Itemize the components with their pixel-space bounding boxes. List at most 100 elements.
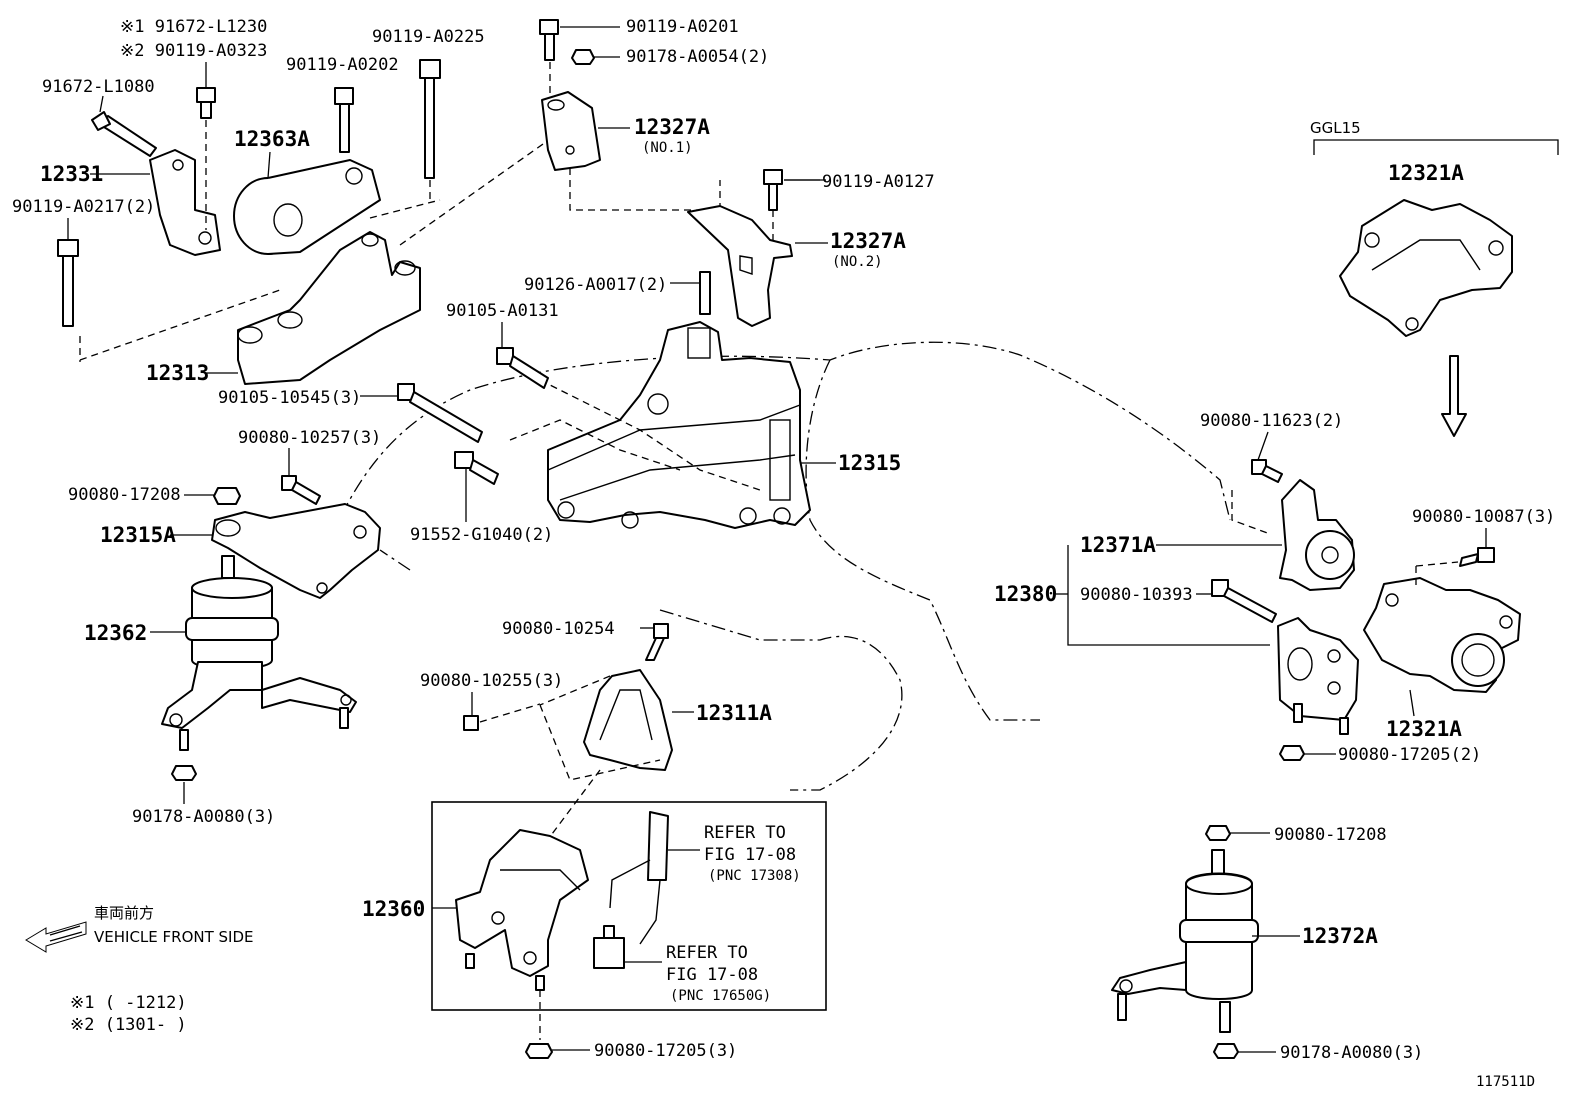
dash-guide-12360	[539, 769, 601, 851]
label-90178-A0054: 90178-A0054(2)	[626, 47, 769, 67]
vehicle-front-arrow-icon	[25, 921, 87, 953]
bracket-12327A-no1[interactable]	[541, 91, 630, 171]
label-12331: 12331	[40, 162, 103, 186]
dash-guide-upper	[369, 124, 571, 246]
label-12327A-no1: 12327A	[634, 115, 710, 139]
bolt-90119-A0225[interactable]	[419, 59, 441, 200]
bracket-12315A[interactable]	[170, 503, 381, 599]
bolt-90080-10257[interactable]	[281, 448, 321, 505]
label-90119-A0202: 90119-A0202	[286, 55, 399, 75]
label-90119-A0127: 90119-A0127	[822, 172, 935, 192]
bolt-90119-A0202[interactable]	[334, 87, 354, 153]
label-90080-10393: 90080-10393	[1080, 585, 1193, 605]
label-refer2-c: (PNC 17650G)	[670, 988, 771, 1004]
nut-90178-A0080-left[interactable]	[171, 765, 197, 804]
bracket-12321A-bottom[interactable]	[1363, 577, 1521, 717]
bolt-91552-G1040[interactable]	[454, 451, 499, 522]
label-91672-L1230: ※1 91672-L1230	[120, 17, 267, 37]
label-90119-A0201: 90119-A0201	[626, 17, 739, 37]
lower-bracket-12380[interactable]	[1277, 617, 1359, 735]
label-refer1-a: REFER TO	[704, 823, 786, 843]
vacuum-hose[interactable]	[609, 811, 700, 945]
dash-guide-12371A	[1231, 490, 1271, 535]
bolt-90080-10255[interactable]	[463, 692, 541, 731]
label-front-en: VEHICLE FRONT SIDE	[94, 928, 254, 946]
nut-90080-17205-right[interactable]	[1279, 745, 1336, 761]
bracket-12327A-no2[interactable]	[687, 205, 828, 327]
label-12363A: 12363A	[234, 127, 310, 151]
label-refer2-b: FIG 17-08	[666, 965, 758, 985]
label-12380: 12380	[994, 582, 1057, 606]
down-arrow-icon	[1441, 355, 1467, 437]
label-12371A: 12371A	[1080, 533, 1156, 557]
label-ggl15: GGL15	[1310, 119, 1361, 137]
stud-90126-A0017[interactable]	[670, 271, 711, 315]
bolt-90080-10087[interactable]	[1415, 528, 1495, 586]
engine-outline	[329, 341, 1231, 791]
insulator-12363A[interactable]	[233, 151, 381, 255]
bolt-90119-A0201[interactable]	[539, 19, 620, 96]
label-91672-L1080: 91672-L1080	[42, 77, 155, 97]
label-refer1-b: FIG 17-08	[704, 845, 796, 865]
label-90119-A0323: ※2 90119-A0323	[120, 41, 267, 61]
label-12311A: 12311A	[696, 701, 772, 725]
bracket-12371A[interactable]	[1156, 479, 1355, 591]
label-12360: 12360	[362, 897, 425, 921]
label-90080-17205-right: 90080-17205(2)	[1338, 745, 1481, 765]
figure-id: 117511D	[1476, 1074, 1535, 1090]
label-no2: (NO.2)	[832, 254, 883, 270]
sub-assembly-box	[431, 801, 827, 1011]
dash-guide-12327A	[569, 168, 721, 211]
nut-90080-17208-right[interactable]	[1205, 825, 1270, 841]
label-12321A-top: 12321A	[1388, 161, 1464, 185]
bracket-12380-group	[1056, 545, 1270, 646]
label-90105-10545: 90105-10545(3)	[218, 388, 361, 408]
mount-12362[interactable]	[150, 555, 357, 751]
bolt-90119-A0217[interactable]	[57, 218, 81, 362]
label-90126-A0017: 90126-A0017(2)	[524, 275, 667, 295]
label-90119-A0217: 90119-A0217(2)	[12, 197, 155, 217]
label-90080-10087: 90080-10087(3)	[1412, 507, 1555, 527]
bracket-12321A-top[interactable]	[1339, 199, 1513, 337]
label-note1: ※1 ( -1212)	[70, 993, 187, 1013]
bracket-12311A[interactable]	[583, 669, 694, 771]
label-front-jp: 車両前方	[94, 904, 154, 922]
label-90080-17208-right: 90080-17208	[1274, 825, 1387, 845]
label-90178-A0080-left: 90178-A0080(3)	[132, 807, 275, 827]
bolt-91672-L1080[interactable]	[91, 95, 157, 157]
dash-guide-12315	[509, 379, 761, 491]
nut-90178-A0054[interactable]	[571, 49, 620, 65]
vsv-valve[interactable]	[593, 925, 662, 969]
label-no1: (NO.1)	[642, 140, 693, 156]
nut-90080-17205-bottom[interactable]	[525, 990, 590, 1059]
label-refer1-c: (PNC 17308)	[708, 868, 801, 884]
label-90080-10255: 90080-10255(3)	[420, 671, 563, 691]
label-12315: 12315	[838, 451, 901, 475]
bracket-12315[interactable]	[547, 321, 836, 529]
mount-12360[interactable]	[432, 829, 589, 991]
label-12372A: 12372A	[1302, 924, 1378, 948]
bolt-90080-10393[interactable]	[1196, 579, 1277, 623]
label-12362: 12362	[84, 621, 147, 645]
bracket-12331[interactable]	[90, 149, 221, 256]
label-90080-10254: 90080-10254	[502, 619, 615, 639]
bolt-90080-11623[interactable]	[1251, 431, 1283, 483]
mount-12372A[interactable]	[1111, 849, 1300, 1033]
bracket-12313[interactable]	[205, 231, 421, 385]
label-12321A-bottom: 12321A	[1386, 717, 1462, 741]
nut-90178-A0080-right[interactable]	[1213, 1043, 1276, 1059]
label-90080-11623: 90080-11623(2)	[1200, 411, 1343, 431]
bolt-90119-A0323[interactable]	[196, 62, 216, 230]
bolt-90105-10545[interactable]	[360, 383, 483, 443]
label-90105-A0131: 90105-A0131	[446, 301, 559, 321]
bolt-90105-A0131[interactable]	[496, 322, 549, 389]
label-note2: ※2 (1301- )	[70, 1015, 187, 1035]
bolt-90080-10254[interactable]	[640, 623, 669, 661]
label-91552-G1040: 91552-G1040(2)	[410, 525, 553, 545]
nut-90080-17208-left[interactable]	[184, 487, 241, 505]
label-12313: 12313	[146, 361, 209, 385]
label-90080-17205-bottom: 90080-17205(3)	[594, 1041, 737, 1061]
label-90178-A0080-right: 90178-A0080(3)	[1280, 1043, 1423, 1063]
label-refer2-a: REFER TO	[666, 943, 748, 963]
ggl15-bracket-line	[1313, 139, 1559, 155]
